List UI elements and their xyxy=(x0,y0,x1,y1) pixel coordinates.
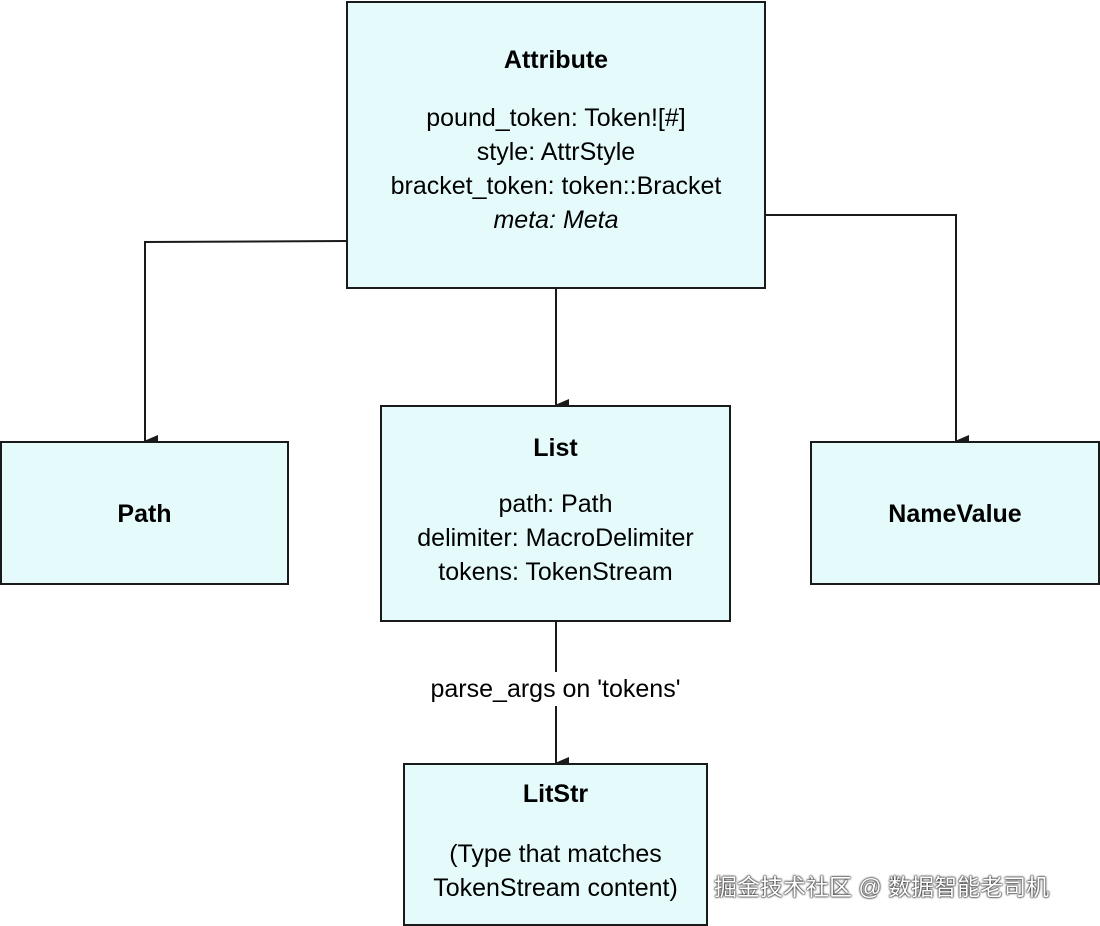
node-list: List path: Path delimiter: MacroDelimite… xyxy=(380,405,731,622)
attribute-field-meta: meta: Meta xyxy=(493,206,619,234)
list-field-delimiter: delimiter: MacroDelimiter xyxy=(417,524,694,552)
edge-label-parse-args: parse_args on 'tokens' xyxy=(388,672,723,706)
attribute-field-style: style: AttrStyle xyxy=(476,138,636,166)
edge-attribute-to-path xyxy=(144,240,347,447)
node-attribute-title: Attribute xyxy=(503,46,609,74)
list-field-tokens: tokens: TokenStream xyxy=(438,558,673,586)
attribute-field-pound-token: pound_token: Token![#] xyxy=(426,104,686,132)
edge-attribute-to-namevalue xyxy=(766,214,969,447)
node-attribute: Attribute pound_token: Token![#] style: … xyxy=(346,1,766,289)
litstr-note-line-1: (Type that matches xyxy=(449,840,662,868)
node-namevalue: NameValue xyxy=(810,441,1100,585)
attribute-field-bracket-token: bracket_token: token::Bracket xyxy=(390,172,722,200)
node-path-title: Path xyxy=(117,500,172,528)
node-litstr: LitStr (Type that matches TokenStream co… xyxy=(403,763,708,926)
litstr-note-line-2: TokenStream content) xyxy=(433,874,678,902)
watermark: 掘金技术社区 @ 数据智能老司机 xyxy=(714,874,1050,900)
node-namevalue-title: NameValue xyxy=(888,500,1022,528)
list-field-path: path: Path xyxy=(498,490,613,518)
node-litstr-title: LitStr xyxy=(522,780,589,808)
node-path: Path xyxy=(0,441,289,585)
node-list-title: List xyxy=(533,434,578,462)
